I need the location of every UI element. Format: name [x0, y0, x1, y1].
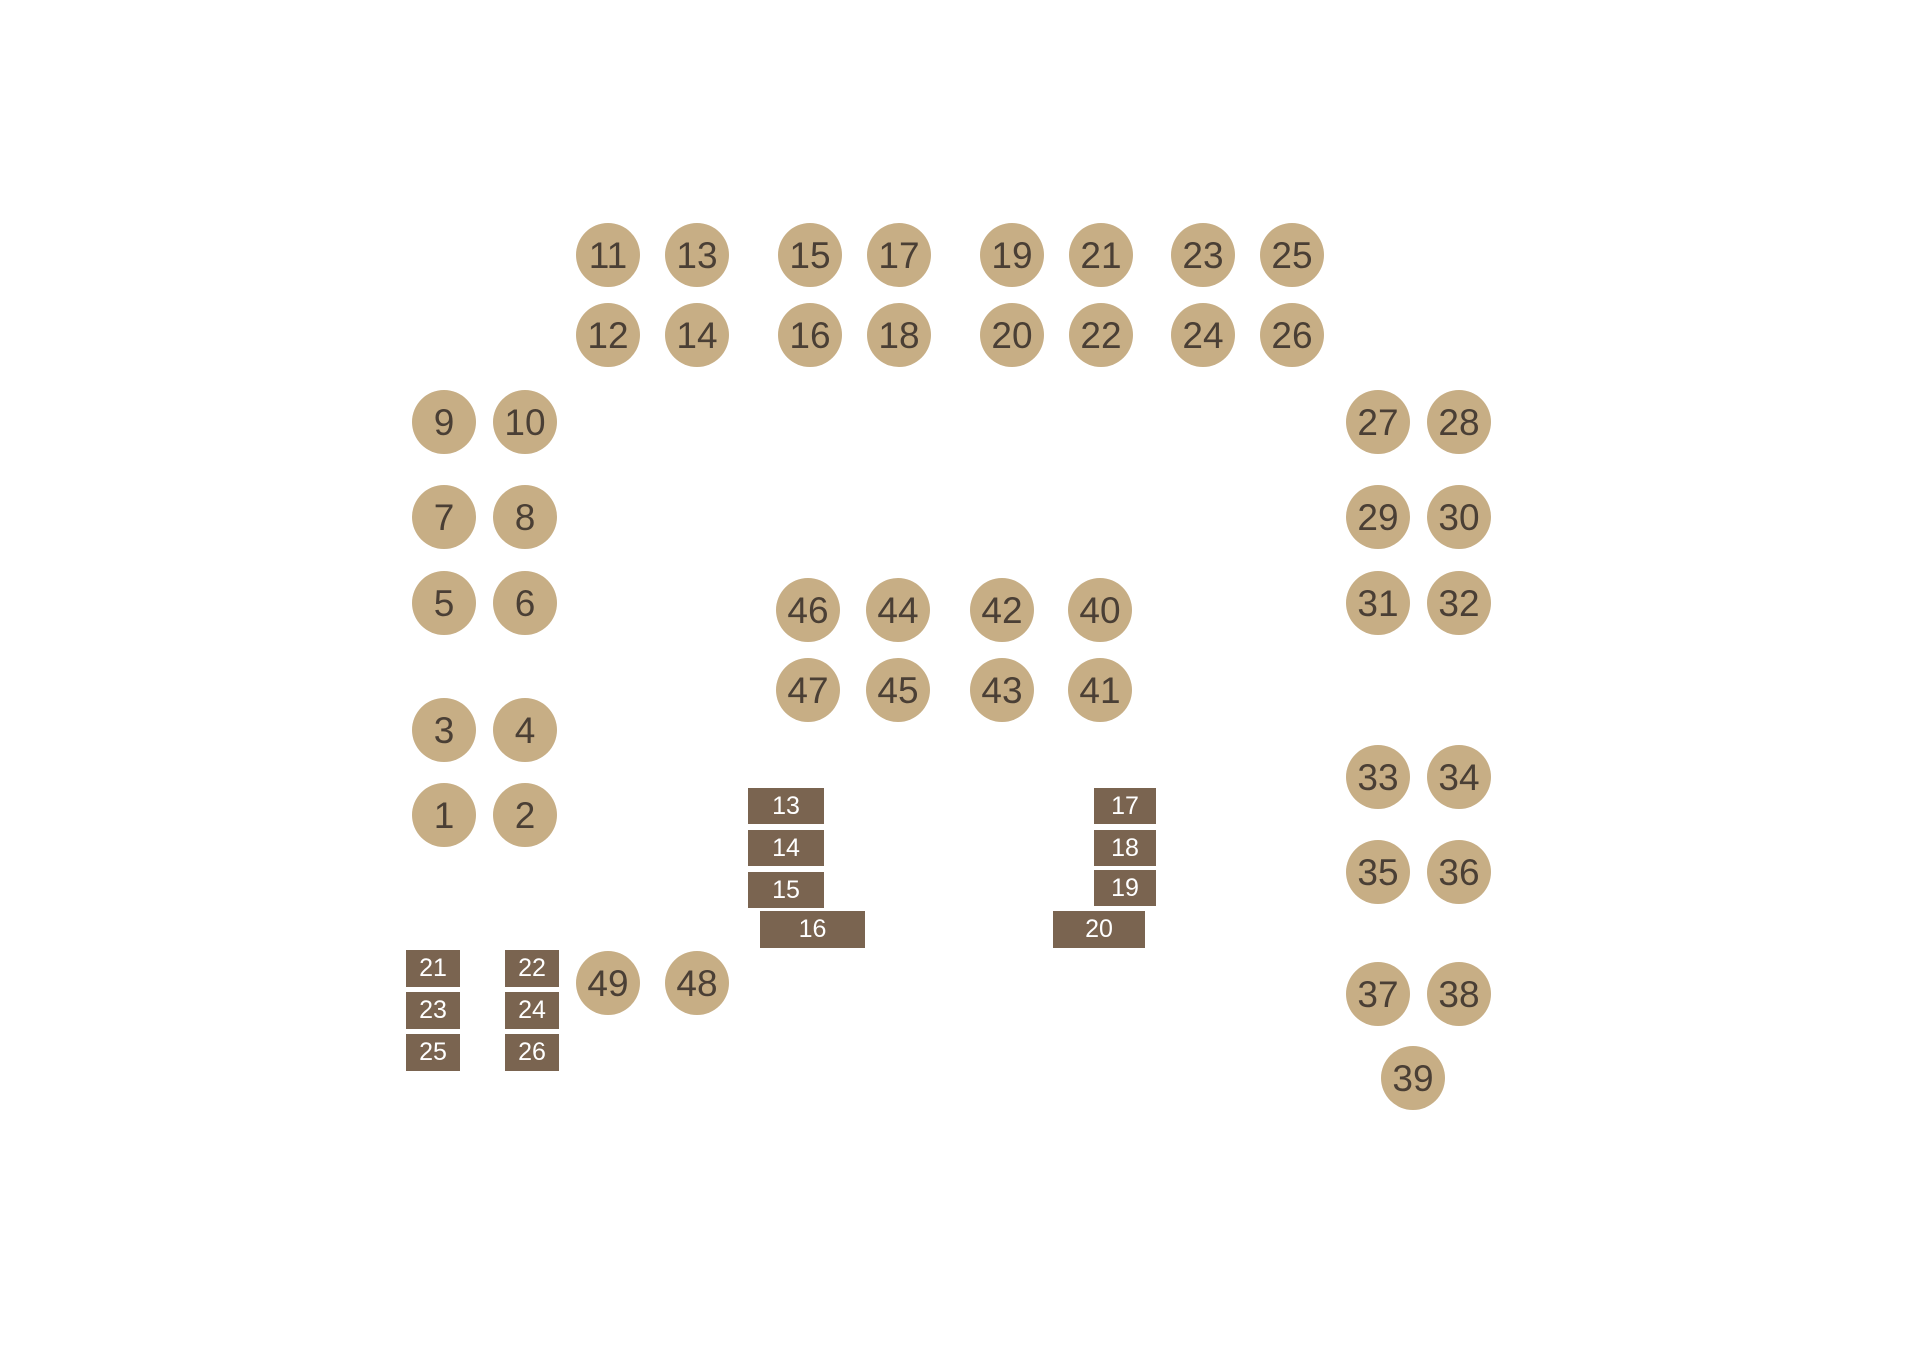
round-table-44[interactable]: 44	[866, 578, 930, 642]
round-table-14[interactable]: 14	[665, 303, 729, 367]
rect-table-16[interactable]: 16	[760, 911, 865, 948]
round-table-12[interactable]: 12	[576, 303, 640, 367]
rect-table-17[interactable]: 17	[1094, 788, 1156, 824]
rect-table-20[interactable]: 20	[1053, 911, 1145, 948]
round-table-49[interactable]: 49	[576, 951, 640, 1015]
rect-table-23[interactable]: 23	[406, 992, 460, 1029]
round-table-18[interactable]: 18	[867, 303, 931, 367]
round-table-34[interactable]: 34	[1427, 745, 1491, 809]
round-table-8[interactable]: 8	[493, 485, 557, 549]
round-table-29[interactable]: 29	[1346, 485, 1410, 549]
rect-table-18[interactable]: 18	[1094, 830, 1156, 866]
round-table-41[interactable]: 41	[1068, 658, 1132, 722]
round-table-27[interactable]: 27	[1346, 390, 1410, 454]
round-table-47[interactable]: 47	[776, 658, 840, 722]
round-table-24[interactable]: 24	[1171, 303, 1235, 367]
round-table-33[interactable]: 33	[1346, 745, 1410, 809]
round-table-2[interactable]: 2	[493, 783, 557, 847]
round-table-6[interactable]: 6	[493, 571, 557, 635]
rect-table-22[interactable]: 22	[505, 950, 559, 987]
round-table-42[interactable]: 42	[970, 578, 1034, 642]
round-table-4[interactable]: 4	[493, 698, 557, 762]
round-table-37[interactable]: 37	[1346, 962, 1410, 1026]
round-table-15[interactable]: 15	[778, 223, 842, 287]
round-table-25[interactable]: 25	[1260, 223, 1324, 287]
round-table-28[interactable]: 28	[1427, 390, 1491, 454]
round-table-11[interactable]: 11	[576, 223, 640, 287]
round-table-26[interactable]: 26	[1260, 303, 1324, 367]
round-table-45[interactable]: 45	[866, 658, 930, 722]
round-table-19[interactable]: 19	[980, 223, 1044, 287]
round-table-30[interactable]: 30	[1427, 485, 1491, 549]
rect-table-13[interactable]: 13	[748, 788, 824, 824]
round-table-10[interactable]: 10	[493, 390, 557, 454]
rect-table-24[interactable]: 24	[505, 992, 559, 1029]
rect-table-21[interactable]: 21	[406, 950, 460, 987]
rect-table-19[interactable]: 19	[1094, 870, 1156, 906]
round-table-9[interactable]: 9	[412, 390, 476, 454]
round-table-22[interactable]: 22	[1069, 303, 1133, 367]
round-table-40[interactable]: 40	[1068, 578, 1132, 642]
round-table-36[interactable]: 36	[1427, 840, 1491, 904]
round-table-5[interactable]: 5	[412, 571, 476, 635]
round-table-3[interactable]: 3	[412, 698, 476, 762]
round-table-16[interactable]: 16	[778, 303, 842, 367]
round-table-43[interactable]: 43	[970, 658, 1034, 722]
round-table-48[interactable]: 48	[665, 951, 729, 1015]
round-table-21[interactable]: 21	[1069, 223, 1133, 287]
rect-table-15[interactable]: 15	[748, 872, 824, 908]
round-table-38[interactable]: 38	[1427, 962, 1491, 1026]
round-table-32[interactable]: 32	[1427, 571, 1491, 635]
round-table-7[interactable]: 7	[412, 485, 476, 549]
round-table-17[interactable]: 17	[867, 223, 931, 287]
rect-table-26[interactable]: 26	[505, 1034, 559, 1071]
rect-table-14[interactable]: 14	[748, 830, 824, 866]
round-table-1[interactable]: 1	[412, 783, 476, 847]
round-table-35[interactable]: 35	[1346, 840, 1410, 904]
round-table-46[interactable]: 46	[776, 578, 840, 642]
round-table-39[interactable]: 39	[1381, 1046, 1445, 1110]
rect-table-25[interactable]: 25	[406, 1034, 460, 1071]
round-table-23[interactable]: 23	[1171, 223, 1235, 287]
round-table-31[interactable]: 31	[1346, 571, 1410, 635]
round-table-20[interactable]: 20	[980, 303, 1044, 367]
round-table-13[interactable]: 13	[665, 223, 729, 287]
